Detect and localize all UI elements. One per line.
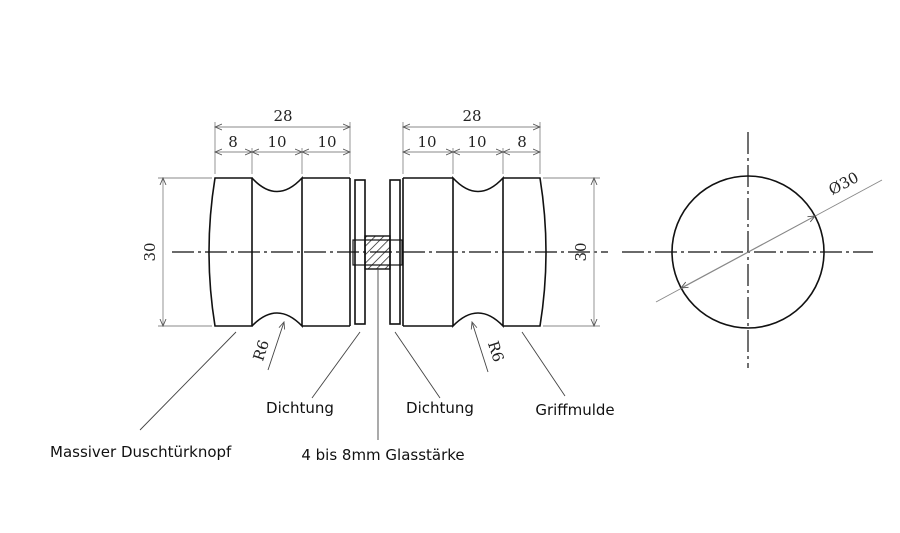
leader-dichtung-left xyxy=(311,331,361,399)
dim-radius-left: R6 xyxy=(249,338,273,363)
dim-left-height: 30 xyxy=(141,242,159,261)
dim-right-overall: 28 xyxy=(462,107,481,125)
leader-griffmulde xyxy=(521,331,566,397)
label-dichtung-left: Dichtung xyxy=(266,399,334,417)
dim-right-seg-1: 10 xyxy=(417,133,436,151)
dim-left-overall: 28 xyxy=(273,107,292,125)
label-dichtung-right: Dichtung xyxy=(406,399,474,417)
dim-left-seg-2: 10 xyxy=(267,133,286,151)
dim-left-seg-1: 8 xyxy=(228,133,238,151)
leader-knob xyxy=(139,331,237,431)
dim-right-height: 30 xyxy=(572,242,590,261)
radius-right-leader xyxy=(472,322,489,373)
front-view xyxy=(622,132,883,368)
radius-left-leader xyxy=(267,322,284,371)
dim-radius-right: R6 xyxy=(484,339,508,364)
dim-right-seg-3: 8 xyxy=(517,133,527,151)
right-dimensions xyxy=(403,122,600,326)
left-dimensions xyxy=(158,122,350,326)
label-knob: Massiver Duschtürknopf xyxy=(50,443,232,461)
label-griffmulde: Griffmulde xyxy=(535,401,614,419)
dim-right-seg-2: 10 xyxy=(467,133,486,151)
glass-bolt xyxy=(352,235,403,270)
label-glass: 4 bis 8mm Glasstärke xyxy=(301,446,464,464)
left-knob xyxy=(208,175,351,328)
right-knob xyxy=(402,175,547,328)
dim-left-seg-3: 10 xyxy=(317,133,336,151)
seal-right xyxy=(389,179,401,325)
leader-dichtung-right xyxy=(394,331,441,399)
